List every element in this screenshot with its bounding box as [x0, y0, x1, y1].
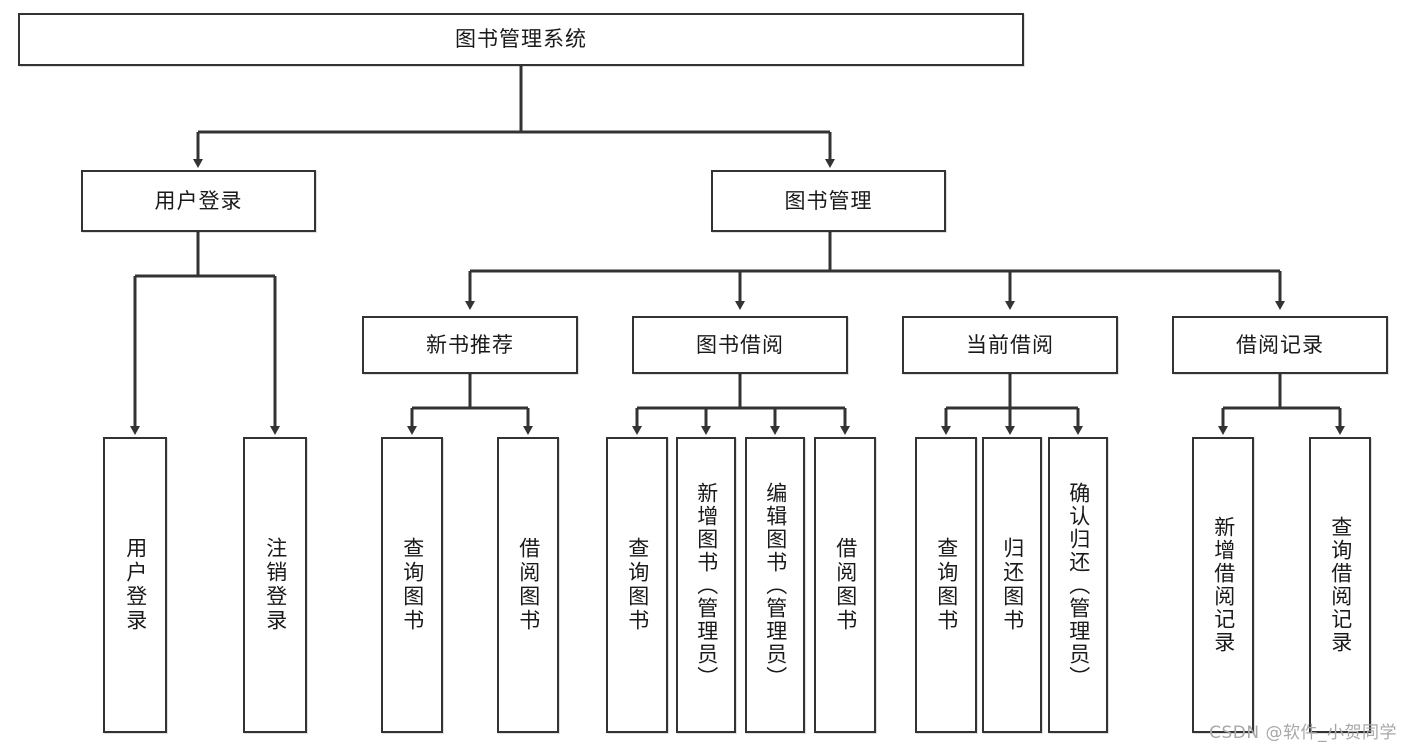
leaf-add-book-label: 新增图书（管理员） [694, 481, 719, 689]
node-new-book-recommend-label: 新书推荐 [426, 332, 514, 357]
leaf-query-book-3[interactable]: 查询图书 [915, 437, 977, 733]
leaf-query-book-2[interactable]: 查询图书 [606, 437, 668, 733]
leaf-return-book[interactable]: 归还图书 [982, 437, 1042, 733]
node-root[interactable]: 图书管理系统 [18, 13, 1024, 66]
leaf-confirm-return-label: 确认归还（管理员） [1066, 481, 1091, 689]
leaf-logout-login[interactable]: 注销登录 [243, 437, 307, 733]
leaf-edit-book[interactable]: 编辑图书（管理员） [745, 437, 805, 733]
leaf-confirm-return[interactable]: 确认归还（管理员） [1048, 437, 1108, 733]
leaf-add-record[interactable]: 新增借阅记录 [1192, 437, 1254, 733]
leaf-query-book-3-label: 查询图书 [934, 537, 959, 633]
leaf-borrow-book-1-label: 借阅图书 [516, 537, 541, 633]
node-new-book-recommend[interactable]: 新书推荐 [362, 316, 578, 374]
leaf-query-book-1[interactable]: 查询图书 [381, 437, 443, 733]
leaf-query-record-label: 查询借阅记录 [1328, 516, 1353, 654]
csdn-watermark: CSDN @软件_小贺同学 [1209, 723, 1397, 743]
leaf-user-login-label: 用户登录 [123, 537, 148, 633]
node-current-borrow[interactable]: 当前借阅 [902, 316, 1118, 374]
leaf-logout-login-label: 注销登录 [263, 537, 288, 633]
node-borrow-record-label: 借阅记录 [1236, 332, 1324, 357]
leaf-user-login[interactable]: 用户登录 [103, 437, 167, 733]
leaf-query-book-2-label: 查询图书 [625, 537, 650, 633]
node-borrow-record[interactable]: 借阅记录 [1172, 316, 1388, 374]
leaf-return-book-label: 归还图书 [1000, 537, 1025, 633]
node-user-login-label: 用户登录 [154, 188, 243, 213]
node-current-borrow-label: 当前借阅 [966, 332, 1054, 357]
leaf-borrow-book-1[interactable]: 借阅图书 [497, 437, 559, 733]
node-book-borrow[interactable]: 图书借阅 [632, 316, 848, 374]
leaf-edit-book-label: 编辑图书（管理员） [763, 481, 788, 689]
leaf-borrow-book-2[interactable]: 借阅图书 [814, 437, 876, 733]
node-user-login[interactable]: 用户登录 [81, 170, 316, 232]
node-root-label: 图书管理系统 [455, 27, 587, 52]
node-book-manage-label: 图书管理 [784, 188, 873, 213]
leaf-query-book-1-label: 查询图书 [400, 537, 425, 633]
node-book-manage[interactable]: 图书管理 [711, 170, 946, 232]
node-book-borrow-label: 图书借阅 [696, 332, 784, 357]
leaf-add-record-label: 新增借阅记录 [1211, 516, 1236, 654]
leaf-add-book[interactable]: 新增图书（管理员） [676, 437, 736, 733]
leaf-query-record[interactable]: 查询借阅记录 [1309, 437, 1371, 733]
leaf-borrow-book-2-label: 借阅图书 [833, 537, 858, 633]
